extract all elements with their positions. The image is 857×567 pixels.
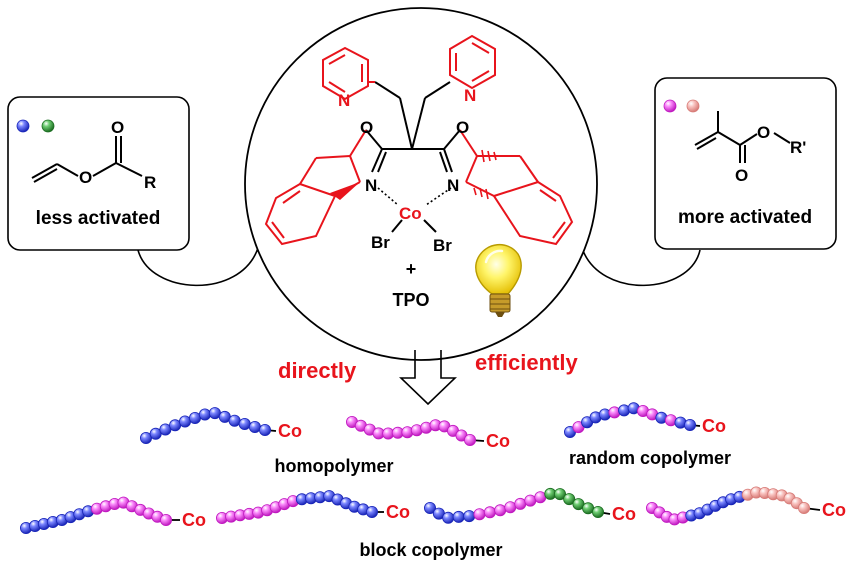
cobalt-coordination-bonds: [377, 187, 452, 206]
monomer-bead-blue: [452, 510, 465, 523]
monomer-bead-magenta: [514, 497, 527, 510]
block-copolymer-4: Co: [646, 486, 846, 526]
monomer-bead-magenta: [473, 508, 486, 521]
monomer-dot-blue: [16, 119, 30, 133]
cobalt-bromide-bonds: [391, 219, 437, 233]
monomer-bead-magenta: [463, 433, 476, 446]
monomer-dot-magenta: [663, 99, 677, 113]
monomer-bead-green: [554, 488, 567, 501]
connector-arc-right: [581, 247, 701, 287]
block-copolymer-label: block copolymer: [359, 540, 502, 560]
wedge-bond-left: [330, 182, 360, 200]
block-copolymer-1: Co: [19, 496, 206, 535]
ligand-backbone-bonds: [365, 81, 461, 173]
right-box-frame: [654, 77, 837, 250]
monomer-bead-blue: [442, 511, 455, 524]
homopolymer-magenta: Co: [345, 415, 510, 451]
monomer-bead-blue: [178, 415, 191, 428]
oxazoline-n-right: N: [447, 176, 459, 195]
bromide-left: Br: [371, 233, 390, 252]
pyridine-n-left: N: [338, 91, 350, 110]
monomer-bead-magenta: [504, 501, 517, 514]
monomer-bead-blue: [248, 420, 261, 433]
cobalt-chain-end: Co: [182, 510, 206, 530]
pyridine-ring-right: [449, 34, 496, 90]
light-bulb-icon: [475, 244, 522, 317]
oxazoline-o-right: O: [456, 118, 469, 137]
homopolymer-blue: Co: [139, 407, 302, 444]
bromide-right: Br: [433, 236, 452, 255]
oxazoline-o-left: O: [360, 118, 373, 137]
vinyl-ester-structure: [31, 136, 143, 183]
tpo-additive: TPO: [392, 290, 429, 310]
monomer-bead-magenta: [534, 491, 547, 504]
monomer-bead-blue: [198, 408, 211, 421]
right-r-group: R': [790, 138, 806, 157]
monomer-bead-blue: [463, 510, 476, 523]
oxazoline-n-left: N: [365, 176, 377, 195]
monomer-bead-magenta: [483, 506, 496, 519]
less-activated-monomer-box: O O R less activated: [7, 96, 190, 251]
monomer-bead-blue: [423, 501, 436, 514]
monomer-bead-pink: [798, 501, 811, 514]
left-ester-oxygen: O: [79, 168, 92, 187]
monomer-bead-blue: [684, 418, 697, 431]
right-ester-oxygen: O: [757, 123, 770, 142]
homopolymer-label: homopolymer: [274, 456, 393, 476]
cobalt-chain-end: Co: [486, 431, 510, 451]
cobalt-chain-end: Co: [822, 500, 846, 520]
catalyst-circle: N N O O N N Co Br Br + TPO: [244, 7, 598, 361]
directly-label: directly: [278, 358, 357, 383]
left-carbonyl-oxygen: O: [111, 118, 124, 137]
pyridine-ring-left: [322, 46, 375, 101]
monomer-bead-magenta: [524, 494, 537, 507]
connector-arc-left: [137, 247, 259, 287]
plus-sign: +: [406, 259, 417, 279]
hashed-bonds-right: [473, 149, 497, 200]
less-activated-label: less activated: [36, 208, 161, 229]
monomer-bead-blue: [258, 423, 271, 436]
left-r-group: R: [144, 173, 156, 192]
monomer-dot-pink: [686, 99, 700, 113]
random-copolymer: Co: [564, 402, 726, 438]
monomer-bead-green: [592, 505, 605, 518]
monomer-bead-magenta: [494, 504, 507, 517]
more-activated-label: more activated: [678, 207, 812, 228]
down-arrow-icon: [399, 350, 457, 406]
cobalt-chain-end: Co: [612, 504, 636, 524]
monomer-bead-green: [563, 493, 576, 506]
block-copolymer-3: Co: [423, 487, 636, 524]
random-copolymer-label: random copolymer: [569, 448, 731, 468]
monomer-bead-blue: [228, 414, 241, 427]
more-activated-monomer-box: O O R' more activated: [654, 77, 837, 250]
cobalt-center: Co: [399, 204, 422, 223]
cobalt-chain-end: Co: [386, 502, 410, 522]
cobalt-chain-end: Co: [702, 416, 726, 436]
monomer-bead-blue: [365, 505, 378, 518]
cobalt-chain-end: Co: [278, 421, 302, 441]
methacrylate-structure: [694, 111, 791, 163]
monomer-bead-blue: [238, 417, 251, 430]
monomer-dot-green: [41, 119, 55, 133]
efficiently-label: efficiently: [475, 350, 578, 375]
right-carbonyl-oxygen: O: [735, 166, 748, 185]
pyridine-n-right: N: [464, 86, 476, 105]
monomer-bead-magenta: [159, 514, 172, 527]
block-copolymer-2: Co: [215, 490, 410, 525]
